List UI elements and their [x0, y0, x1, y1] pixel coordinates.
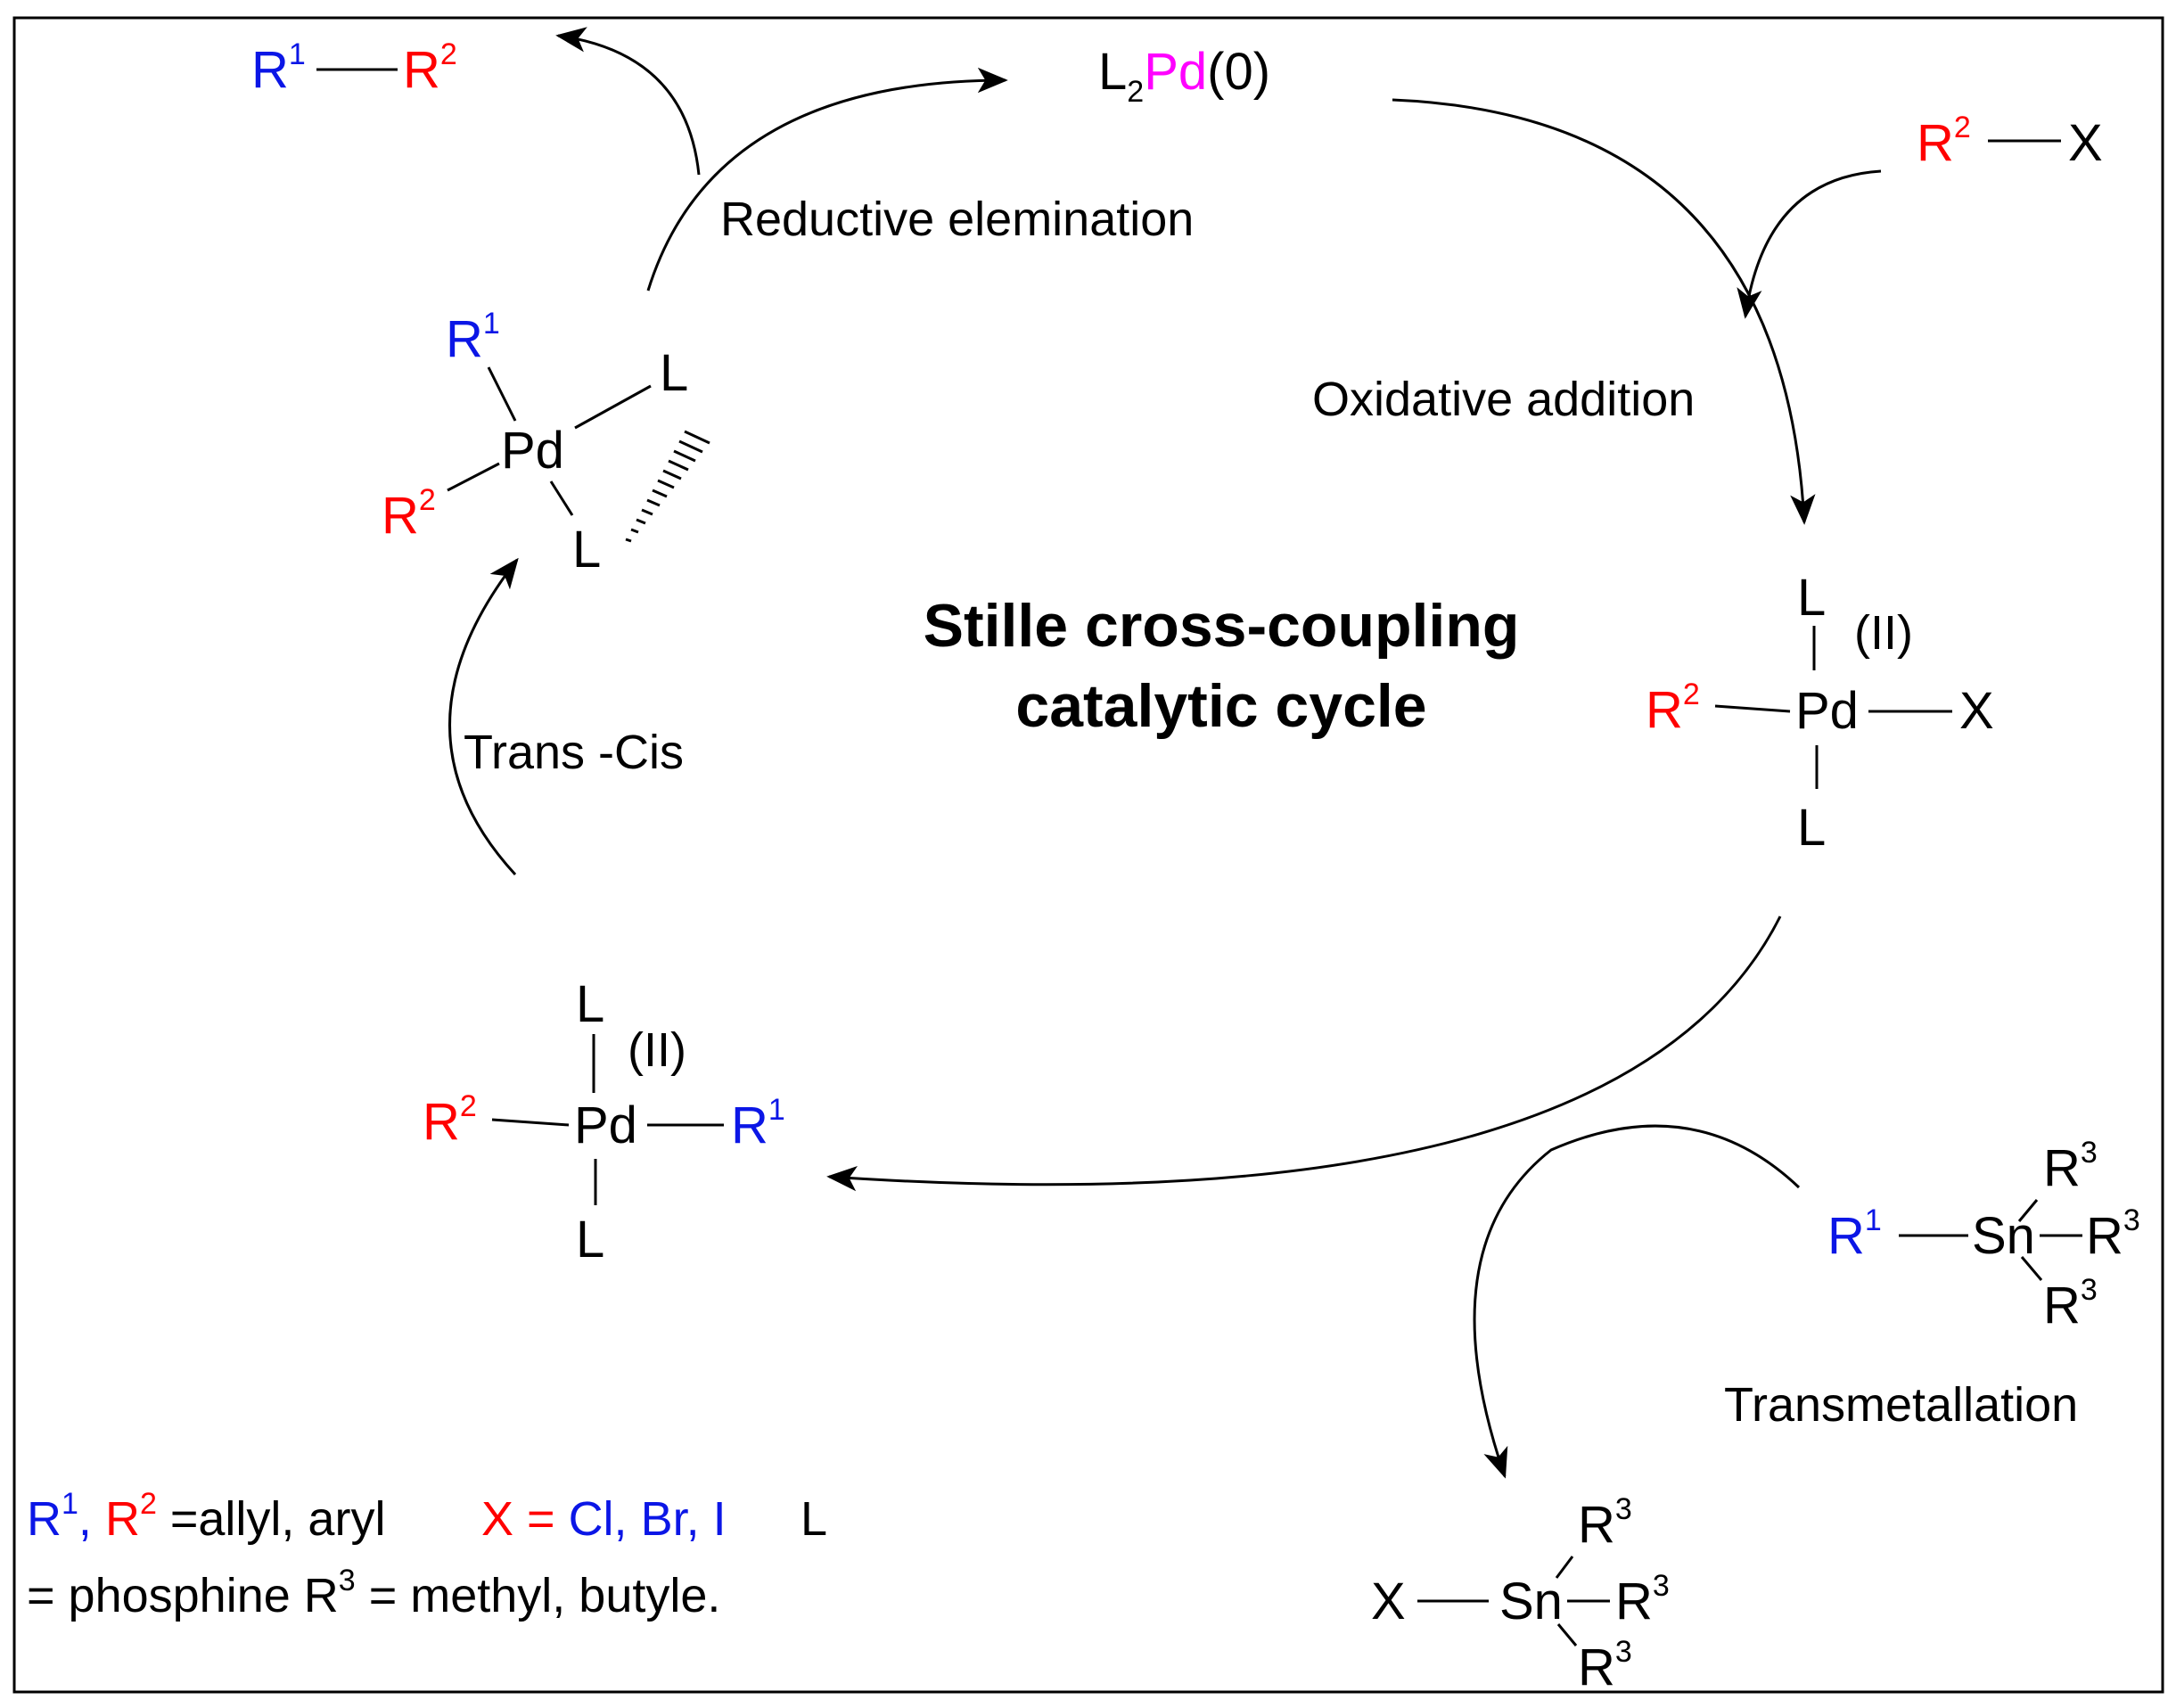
reagent-r2-x: R2 X: [1917, 111, 2103, 172]
hashed-wedge-bond: [625, 430, 710, 543]
cycle-title-line2: catalytic cycle: [1015, 672, 1426, 740]
oa-x: X: [1959, 682, 1994, 740]
reagent-r1-snr3: R3 R1 Sn R3 R3: [1827, 1136, 2140, 1334]
label-reductive-elimination: Reductive elemination: [720, 193, 1194, 246]
oa-pd: Pd: [1795, 682, 1859, 740]
stannane-sn: Sn: [1972, 1207, 2035, 1265]
tm-r1: R1: [731, 1093, 785, 1154]
arrow-r2x-entry: [1737, 169, 1882, 319]
reagent-x: X: [2068, 114, 2103, 172]
byproduct-x: X: [1371, 1573, 1406, 1630]
complex-r2-pd-r1: L (II) R2 Pd R1 L: [423, 975, 785, 1269]
byproduct-r3-top: R3: [1578, 1492, 1632, 1554]
diagram-frame: [12, 16, 2164, 1694]
stannane-r3-bottom: R3: [2043, 1273, 2098, 1334]
oa-l-top: L: [1797, 569, 1826, 627]
complex-cis-r1r2pd: R1 Pd L R2 L: [382, 307, 710, 579]
reagent-r2: R2: [1917, 111, 1971, 172]
stannane-r3-right: R3: [2086, 1203, 2140, 1265]
oa-r2: R2: [1646, 677, 1700, 739]
cis-r1: R1: [446, 307, 500, 368]
arrow-re-to-pd0: [646, 67, 1008, 292]
legend-x-definition: X = Cl, Br, I: [481, 1492, 727, 1546]
byproduct-x-snr3: R3 X Sn R3 R3: [1371, 1492, 1670, 1696]
product-r1-r2: R1 R2: [251, 37, 457, 99]
cis-r2: R2: [382, 483, 436, 545]
byproduct-r3-right: R3: [1615, 1569, 1670, 1630]
arrow-oxidative-addition: [1392, 98, 1816, 525]
label-transmetallation: Transmetallation: [1724, 1378, 2078, 1432]
tm-oxidation-state: (II): [628, 1023, 686, 1077]
oa-l-bottom: L: [1797, 799, 1826, 857]
product-r1: R1: [251, 37, 306, 99]
catalyst-l2pd0: L2Pd(0): [1098, 43, 1270, 109]
byproduct-r3-bottom: R3: [1578, 1635, 1632, 1696]
arrow-stannane-entry: [1473, 1124, 1801, 1479]
legend-line2: = phosphine R3 = methyl, butyle.: [27, 1564, 720, 1622]
tm-pd: Pd: [574, 1096, 637, 1154]
legend-l-label: L: [801, 1492, 827, 1546]
arrow-trans-cis: [448, 557, 519, 876]
tm-l-top: L: [576, 975, 604, 1033]
tm-l-bottom: L: [576, 1211, 604, 1269]
tm-r2: R2: [423, 1089, 477, 1151]
stannane-r3-top: R3: [2043, 1136, 2098, 1197]
arrow-re-to-product: [555, 27, 701, 176]
product-r2: R2: [403, 37, 457, 99]
stannane-r1: R1: [1827, 1203, 1882, 1265]
arrow-transmetallation: [826, 916, 1782, 1192]
cis-pd: Pd: [501, 422, 564, 480]
complex-r2-pd-x: L (II) R2 Pd X L: [1646, 569, 1994, 857]
legend-line1: R1, R2 =allyl, aryl: [27, 1487, 385, 1546]
oa-oxidation-state: (II): [1854, 606, 1913, 660]
cis-l-bottom: L: [572, 521, 601, 579]
cycle-title-line1: Stille cross-coupling: [924, 592, 1520, 660]
byproduct-sn: Sn: [1499, 1573, 1563, 1630]
cis-l-top: L: [660, 344, 688, 402]
label-trans-cis: Trans -Cis: [464, 726, 684, 779]
label-oxidative-addition: Oxidative addition: [1312, 373, 1695, 426]
